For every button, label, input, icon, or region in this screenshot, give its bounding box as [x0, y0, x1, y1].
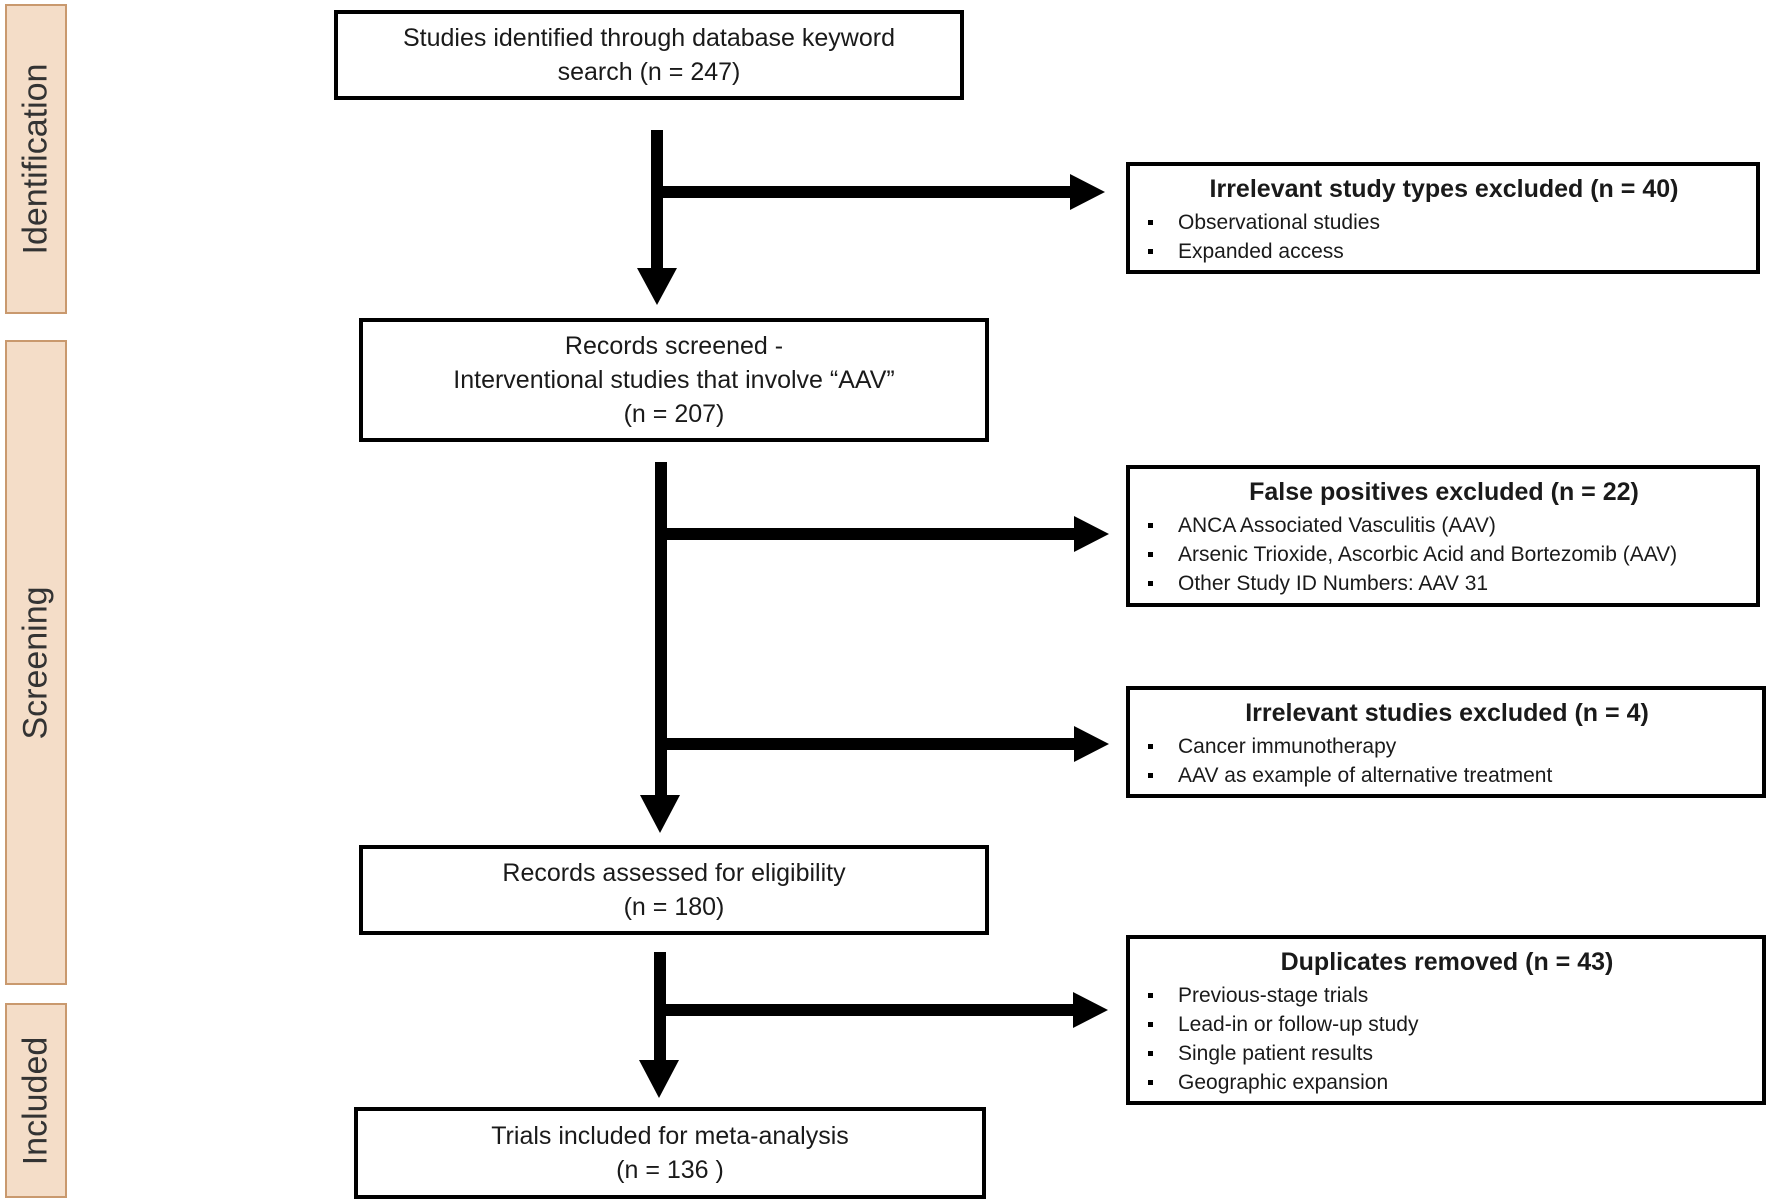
arrowhead-down-1 [637, 268, 677, 305]
flow-line: search (n = 247) [557, 58, 741, 86]
trunk-arrow-1 [651, 130, 663, 270]
flow-box-identified: Studies identified through database keyw… [334, 10, 964, 100]
exclusion-item: Single patient results [1146, 1039, 1748, 1068]
trunk-arrow-2 [655, 462, 667, 797]
flow-line: Trials included for meta-analysis [491, 1122, 849, 1150]
arrowhead-down-3 [639, 1060, 679, 1098]
branch-arrow-4 [660, 1004, 1080, 1016]
branch-arrow-2 [661, 528, 1081, 540]
flow-line: (n = 207) [623, 400, 725, 428]
arrowhead-right-4 [1073, 992, 1108, 1028]
arrowhead-right-1 [1070, 174, 1105, 210]
exclusion-title: False positives excluded (n = 22) [1249, 478, 1639, 506]
flow-line: Studies identified through database keyw… [403, 24, 895, 52]
exclusion-title: Irrelevant studies excluded (n = 4) [1245, 699, 1649, 727]
exclusion-item: Expanded access [1146, 237, 1742, 266]
flow-line: (n = 180) [623, 893, 725, 921]
stage-screening: Screening [5, 340, 67, 985]
exclusion-item: Previous-stage trials [1146, 981, 1748, 1010]
exclusion-item: Lead-in or follow-up study [1146, 1010, 1748, 1039]
flow-box-included: Trials included for meta-analysis (n = 1… [354, 1107, 986, 1199]
flow-box-eligibility: Records assessed for eligibility (n = 18… [359, 845, 989, 935]
flow-box-screened: Records screened - Interventional studie… [359, 318, 989, 442]
exclusion-item: Cancer immunotherapy [1146, 732, 1748, 761]
branch-arrow-1 [657, 186, 1077, 198]
exclusion-box-study-types: Irrelevant study types excluded (n = 40)… [1126, 162, 1760, 274]
exclusion-item: ANCA Associated Vasculitis (AAV) [1146, 511, 1742, 540]
stage-included: Included [5, 1003, 67, 1198]
stage-identification: Identification [5, 4, 67, 314]
exclusion-title: Duplicates removed (n = 43) [1280, 948, 1614, 976]
branch-arrow-3 [661, 738, 1081, 750]
arrowhead-down-2 [640, 795, 680, 833]
exclusion-title: Irrelevant study types excluded (n = 40) [1209, 175, 1679, 203]
exclusion-item: AAV as example of alternative treatment [1146, 761, 1748, 790]
exclusion-item: Other Study ID Numbers: AAV 31 [1146, 569, 1742, 598]
exclusion-box-false-positives: False positives excluded (n = 22) ANCA A… [1126, 465, 1760, 607]
flow-line: Records screened - [564, 332, 784, 360]
arrowhead-right-2 [1074, 516, 1109, 552]
exclusion-item: Observational studies [1146, 208, 1742, 237]
exclusion-item: Arsenic Trioxide, Ascorbic Acid and Bort… [1146, 540, 1742, 569]
exclusion-box-irrelevant-studies: Irrelevant studies excluded (n = 4) Canc… [1126, 686, 1766, 798]
exclusion-box-duplicates: Duplicates removed (n = 43) Previous-sta… [1126, 935, 1766, 1105]
flow-line: Records assessed for eligibility [502, 859, 846, 887]
flow-line: Interventional studies that involve “AAV… [453, 366, 895, 394]
arrowhead-right-3 [1074, 726, 1109, 762]
flow-line: (n = 136 ) [616, 1156, 724, 1184]
exclusion-item: Geographic expansion [1146, 1068, 1748, 1097]
